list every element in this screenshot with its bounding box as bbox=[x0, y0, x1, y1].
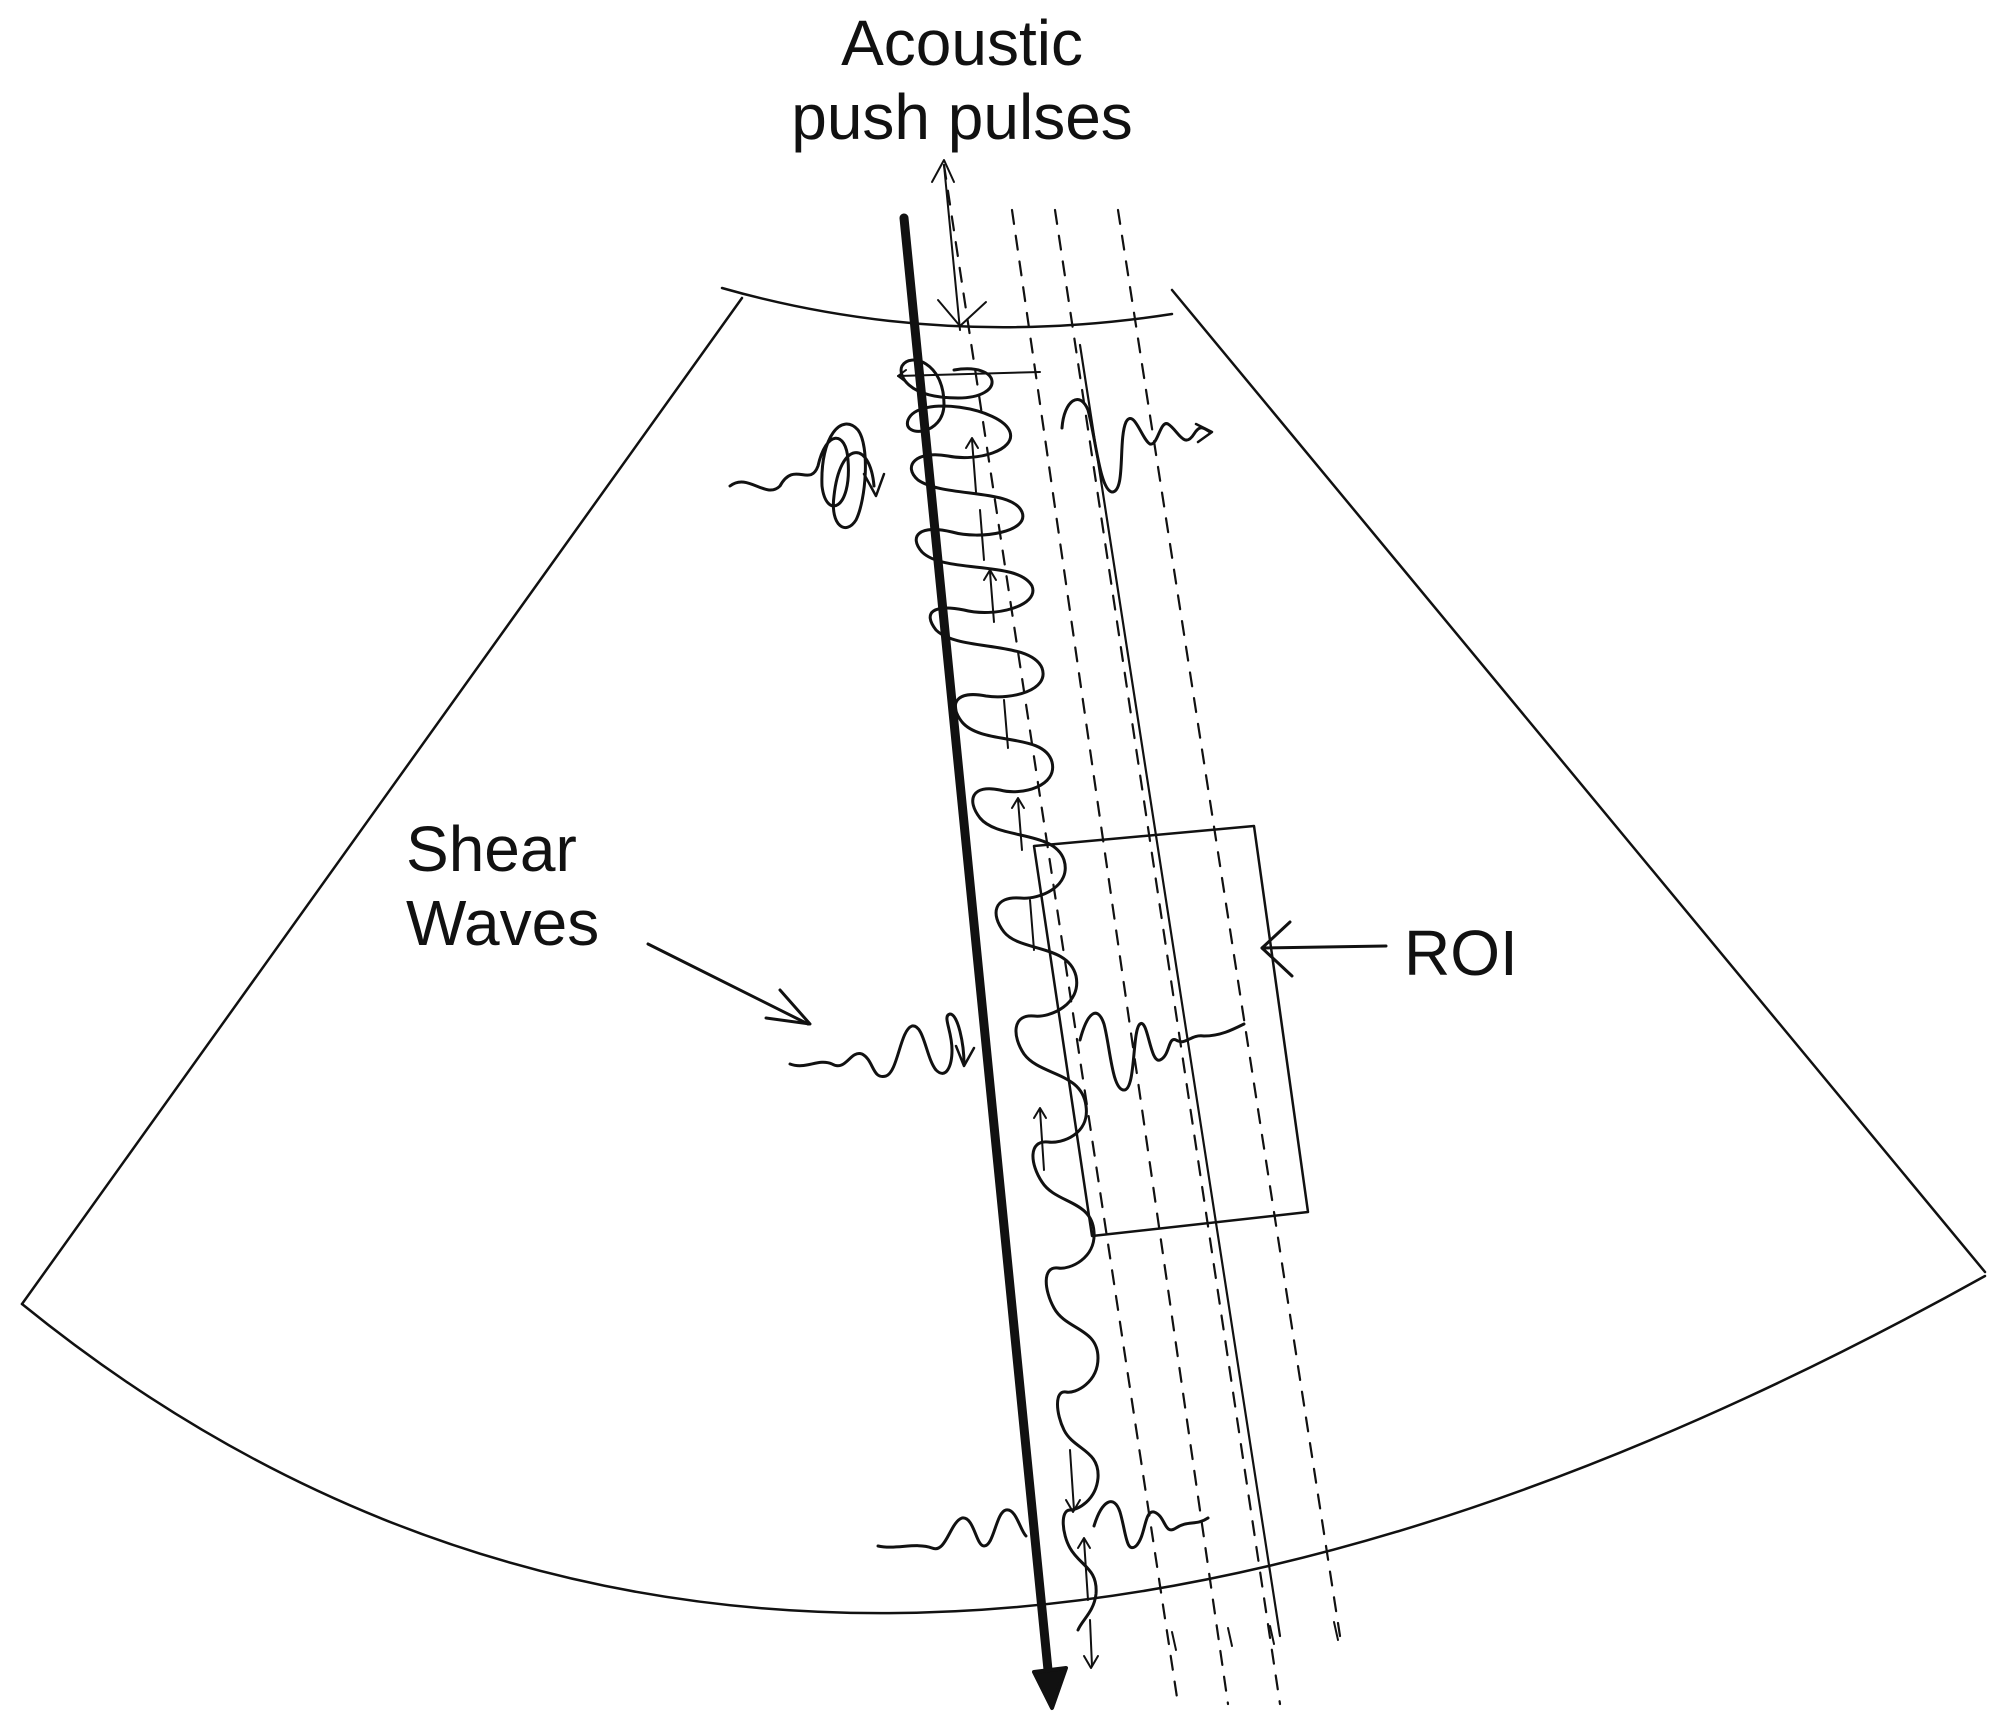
roi-label: ROI bbox=[1404, 917, 1518, 989]
shear-wave-bottom-left bbox=[876, 1508, 1028, 1551]
ultrasound-sector bbox=[20, 286, 1987, 1615]
shear-waves-label: Shear Waves bbox=[406, 812, 599, 960]
sector-left-edge bbox=[20, 296, 744, 1306]
beam-line-end-ticks bbox=[1171, 1621, 1339, 1651]
acoustic-label-line-1: Acoustic bbox=[841, 7, 1083, 79]
displacement-arrows bbox=[965, 437, 1099, 1669]
shear-label-line-2: Waves bbox=[406, 887, 600, 959]
label-arrows bbox=[646, 920, 1388, 1026]
push-pulse-arrowhead-icon bbox=[1032, 1666, 1068, 1710]
shear-label-line-1: Shear bbox=[406, 813, 577, 885]
push-pulse-shaft bbox=[899, 213, 1055, 1695]
shear-waves-arrowhead-icon bbox=[764, 988, 812, 1026]
beam-line-dashed-4 bbox=[1116, 208, 1342, 1638]
acoustic-label-line-2: push pulses bbox=[791, 81, 1133, 153]
roi-arrow bbox=[1260, 944, 1388, 950]
shear-waves-arrow bbox=[646, 942, 810, 1026]
beam-line-dashed-3 bbox=[1053, 208, 1282, 1706]
beam-line-solid bbox=[1078, 343, 1282, 1638]
acoustic-push-pulses-label: Acoustic push pulses bbox=[0, 6, 1924, 154]
shear-wave-bottom-right bbox=[1092, 1500, 1210, 1550]
shear-wave-top-left bbox=[728, 422, 876, 530]
shear-wave-traces bbox=[728, 358, 1246, 1632]
beam-line-dashed-2 bbox=[1010, 208, 1230, 1706]
sector-right-edge bbox=[1170, 288, 1987, 1274]
sector-top-arc bbox=[720, 286, 1174, 329]
beam-line-dashed-1 bbox=[942, 163, 1180, 1706]
push-pulse-arrow bbox=[899, 213, 1068, 1710]
shear-wave-mid-left bbox=[788, 1012, 966, 1078]
roi-arrowhead-icon bbox=[1260, 920, 1294, 978]
sector-bottom-arc bbox=[20, 1274, 1987, 1615]
shear-wave-vertical-oscillation bbox=[899, 358, 1100, 1632]
roi-box bbox=[1032, 824, 1310, 1238]
shear-wave-top-right bbox=[1060, 398, 1212, 494]
imaging-beam-lines bbox=[942, 163, 1342, 1706]
shear-wave-mid-right bbox=[1078, 1011, 1246, 1092]
